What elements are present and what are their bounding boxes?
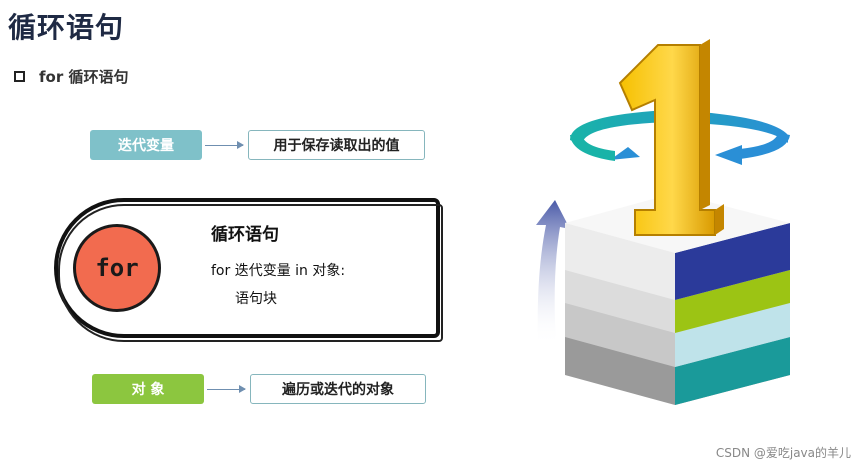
- panel-heading: 循环语句: [211, 225, 279, 245]
- arrow-right-icon: [207, 385, 246, 393]
- numeral-one-icon: [618, 39, 724, 236]
- for-loop-panel: for 循环语句 for 迭代变量 in 对象: 语句块: [54, 198, 443, 342]
- up-arrow-icon: [536, 200, 570, 345]
- square-bullet-icon: [14, 71, 25, 82]
- object-tag: 对 象: [92, 374, 204, 404]
- section-heading-text: for 循环语句: [39, 68, 129, 86]
- syntax-line: for 迭代变量 in 对象:: [211, 263, 346, 279]
- iter-var-tag: 迭代变量: [90, 130, 202, 160]
- arrow-right-icon: [205, 141, 244, 149]
- number-one-illustration: [536, 39, 790, 405]
- section-heading: for 循环语句: [14, 66, 128, 87]
- body-line: 语句块: [235, 291, 277, 307]
- object-description: 遍历或迭代的对象: [250, 374, 426, 404]
- page-title: 循环语句: [8, 11, 125, 44]
- rotation-arrows-icon: [570, 110, 790, 165]
- for-keyword-badge: for: [73, 224, 161, 312]
- watermark: CSDN @爱吃java的羊儿: [715, 446, 851, 460]
- panel-frame-shadow: [58, 204, 443, 342]
- iter-var-description: 用于保存读取出的值: [248, 130, 425, 160]
